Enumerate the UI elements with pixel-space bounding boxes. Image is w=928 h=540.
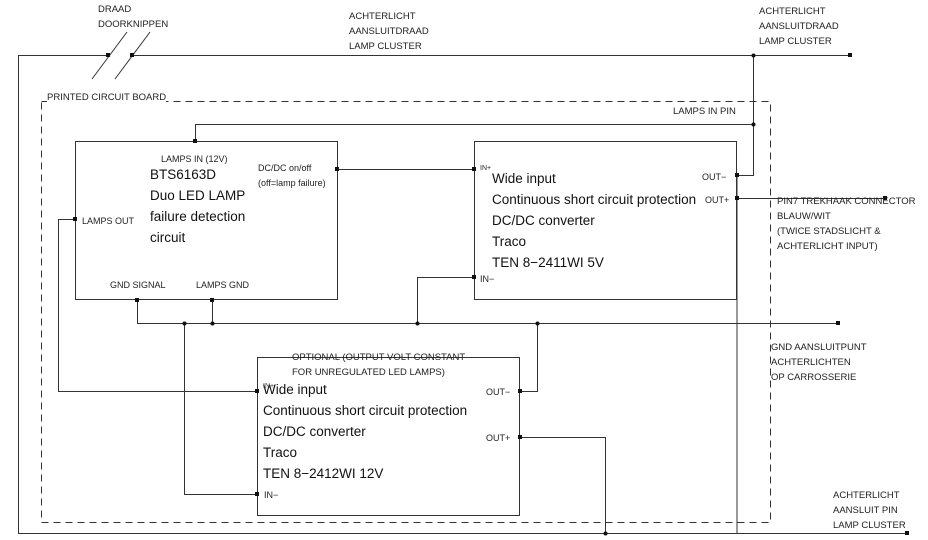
terminal <box>335 167 339 171</box>
label-line: OPTIONAL (OUTPUT VOLT CONSTANT <box>292 352 466 363</box>
pin-in-minus: IN− <box>480 274 495 284</box>
label-line: LAMP CLUSTER <box>759 36 832 47</box>
wire-12v-outminus <box>520 323 538 392</box>
terminal <box>735 173 739 177</box>
wire-gnd-a <box>137 300 838 324</box>
converter-line: Wide input <box>492 171 556 186</box>
pin-lamps-gnd: LAMPS GND <box>196 280 250 290</box>
converter-line: Continuous short circuit protection <box>263 403 468 418</box>
label-line: ACHTERLICHT <box>759 6 826 17</box>
converter-line: Traco <box>492 234 527 249</box>
label-line: DRAAD <box>98 4 132 15</box>
terminal <box>518 435 522 439</box>
converter-line: Wide input <box>263 382 327 397</box>
label-line: ACHTERLICHTEN <box>771 357 851 368</box>
wire-lamps-out <box>58 219 257 392</box>
label-line: AANSLUITDRAAD <box>759 21 839 32</box>
junction <box>751 122 756 127</box>
label-line: BLAUW/WIT <box>777 211 831 222</box>
terminal <box>472 275 476 279</box>
pin-lamps-in: LAMPS IN (12V) <box>161 154 228 164</box>
pin-out-plus: OUT+ <box>486 433 511 443</box>
converter-line: TEN 8−2411WI 5V <box>492 255 604 270</box>
label-line: AANSLUIT PIN <box>833 505 898 516</box>
trekhaak-label: PIN7 TREKHAAK CONNECTOR BLAUW/WIT (TWICE… <box>777 194 915 254</box>
top-right-label: ACHTERLICHT AANSLUITDRAAD LAMP CLUSTER <box>759 4 839 49</box>
pin-dcdc-onoff: DC/DC on/off <box>258 163 312 173</box>
terminal <box>210 298 214 302</box>
terminal <box>255 389 259 393</box>
bottom-right-label: ACHTERLICHT AANSLUIT PIN LAMP CLUSTER <box>833 488 906 533</box>
lamps-in-pin-label: LAMPS IN PIN <box>673 106 736 117</box>
detector-line: circuit <box>150 230 186 245</box>
label-line: OP CARROSSERIE <box>771 372 857 383</box>
terminal <box>518 389 522 393</box>
detector-title: BTS6163D Duo LED LAMP failure detection … <box>150 164 245 248</box>
pcb-label: PRINTED CIRCUIT BOARD <box>47 90 167 105</box>
pin-dcdc-note: (off=lamp failure) <box>258 178 326 188</box>
pin-out-plus: OUT+ <box>705 195 730 205</box>
label-line: ACHTERLICHT INPUT) <box>777 241 878 252</box>
junction <box>535 321 540 326</box>
wire-gnd-12v-inminus <box>184 323 257 495</box>
junction <box>210 321 215 326</box>
pin-in-plus: IN+ <box>263 383 275 390</box>
terminal <box>130 53 134 57</box>
wire-cluster-drop <box>737 55 754 176</box>
label-line: ACHTERLICHT <box>833 490 900 501</box>
terminal <box>735 196 739 200</box>
pin-in-minus: IN− <box>264 490 279 500</box>
terminal <box>73 217 77 221</box>
terminal <box>848 53 852 57</box>
pin-out-minus: OUT− <box>486 387 511 397</box>
terminal <box>106 53 110 57</box>
wire-12v-outplus <box>520 437 606 534</box>
pin-gnd-signal: GND SIGNAL <box>110 280 166 290</box>
converter-line: DC/DC converter <box>492 213 595 228</box>
wire-gnd-5v-inminus <box>417 277 474 324</box>
pin-in-plus: IN+ <box>480 165 492 172</box>
converter-line: Continuous short circuit protection <box>492 192 697 207</box>
detector-line: BTS6163D <box>150 167 217 182</box>
junction <box>182 321 187 326</box>
top-wire-label: ACHTERLICHT AANSLUITDRAAD LAMP CLUSTER <box>349 9 429 54</box>
label-line: ACHTERLICHT <box>349 11 416 22</box>
pin-lamps-out: LAMPS OUT <box>82 216 135 226</box>
terminal <box>255 492 259 496</box>
label-line: LAMP CLUSTER <box>833 520 906 531</box>
converter-line: DC/DC converter <box>263 424 366 439</box>
cut-wire-label: DRAAD DOORKNIPPEN <box>98 2 168 32</box>
terminal <box>135 298 139 302</box>
converter5v-text: Wide input Continuous short circuit prot… <box>492 168 696 273</box>
label-line: GND AANSLUITPUNT <box>771 342 867 353</box>
junction <box>415 321 420 326</box>
terminal <box>836 321 840 325</box>
wire-top-left <box>18 55 605 534</box>
detector-line: Duo LED LAMP <box>150 188 246 203</box>
converter-line: TEN 8−2412WI 12V <box>263 466 384 481</box>
label-line: (TWICE STADSLICHT & <box>777 226 881 237</box>
pcb-boundary <box>41 101 771 523</box>
converter12v-text: Wide input Continuous short circuit prot… <box>263 379 467 484</box>
terminal <box>193 139 197 143</box>
label-line: DOORKNIPPEN <box>98 19 169 30</box>
label-line: LAMP CLUSTER <box>349 41 422 52</box>
junction <box>603 531 608 536</box>
terminal <box>905 531 909 535</box>
junction <box>751 53 756 58</box>
terminal <box>883 196 887 200</box>
label-line: AANSLUITDRAAD <box>349 26 429 37</box>
optional-label: OPTIONAL (OUTPUT VOLT CONSTANT FOR UNREG… <box>292 350 465 380</box>
label-line: FOR UNREGULATED LED LAMPS) <box>292 367 445 378</box>
wire-lamps-in <box>195 124 754 141</box>
detector-line: failure detection <box>150 209 246 224</box>
gnd-point-label: GND AANSLUITPUNT ACHTERLICHTEN OP CARROS… <box>771 340 867 385</box>
converter-line: Traco <box>263 445 298 460</box>
pin-out-minus: OUT− <box>702 172 727 182</box>
label-line: PIN7 TREKHAAK CONNECTOR <box>777 196 916 207</box>
terminal <box>472 167 476 171</box>
